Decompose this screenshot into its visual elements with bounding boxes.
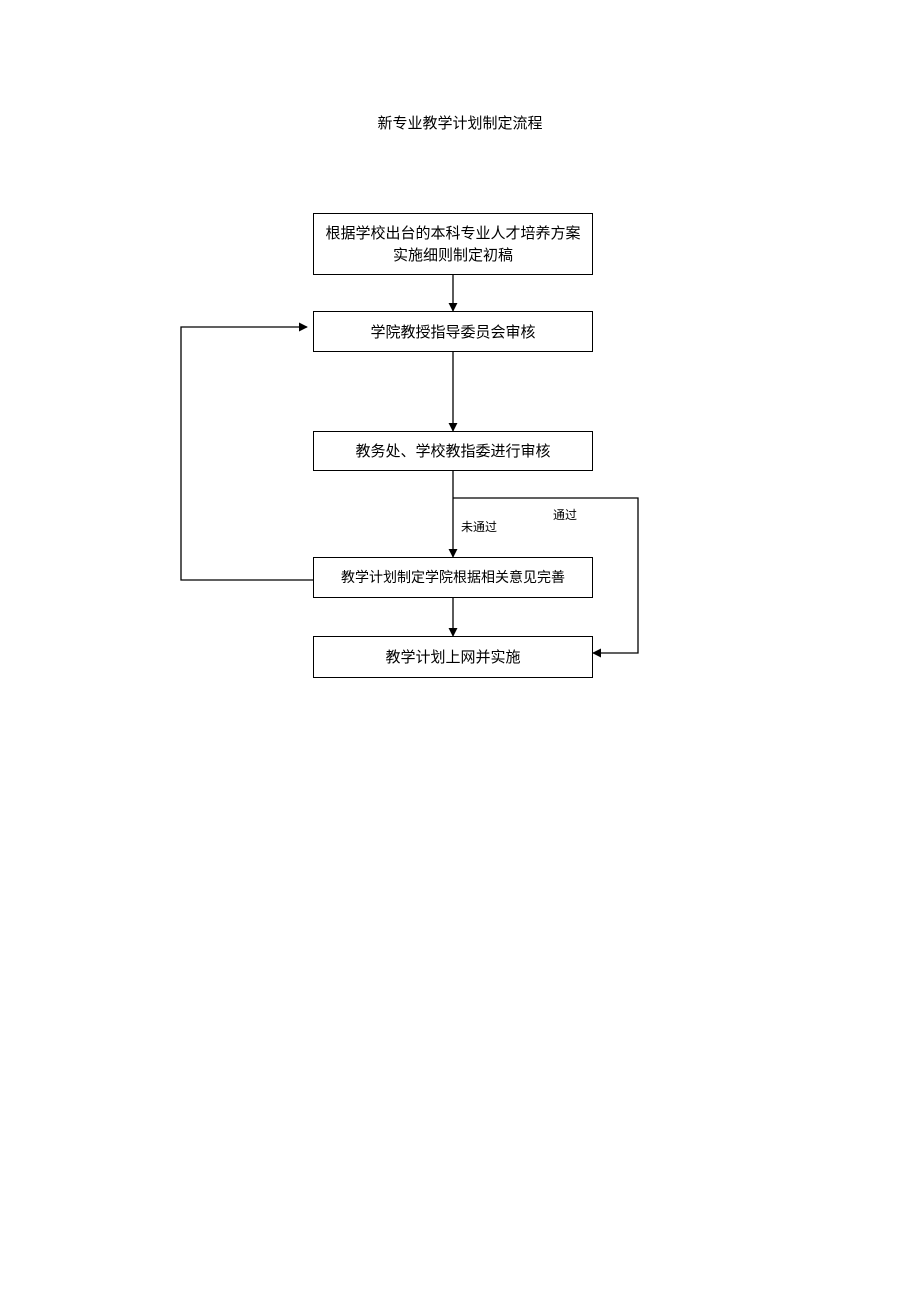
node-revise: 教学计划制定学院根据相关意见完善 [313, 557, 593, 598]
node-publish: 教学计划上网并实施 [313, 636, 593, 678]
node-college-review: 学院教授指导委员会审核 [313, 311, 593, 352]
arrow-passed-to-publish [453, 497, 639, 658]
page-title: 新专业教学计划制定流程 [377, 114, 543, 132]
node-draft-label: 根据学校出台的本科专业人才培养方案实施细则制定初稿 [325, 224, 581, 264]
edge-label-passed: 通过 [553, 508, 578, 522]
arrow-feedback-to-college-review [180, 322, 313, 581]
node-office-review-label: 教务处、学校教指委进行审核 [355, 442, 551, 460]
node-draft: 根据学校出台的本科专业人才培养方案实施细则制定初稿 [313, 213, 593, 275]
node-revise-label: 教学计划制定学院根据相关意见完善 [341, 569, 565, 586]
node-college-review-label: 学院教授指导委员会审核 [370, 322, 536, 341]
node-publish-label: 教学计划上网并实施 [385, 648, 521, 666]
edge-label-not-passed: 未通过 [461, 520, 498, 534]
node-office-review: 教务处、学校教指委进行审核 [313, 431, 593, 471]
